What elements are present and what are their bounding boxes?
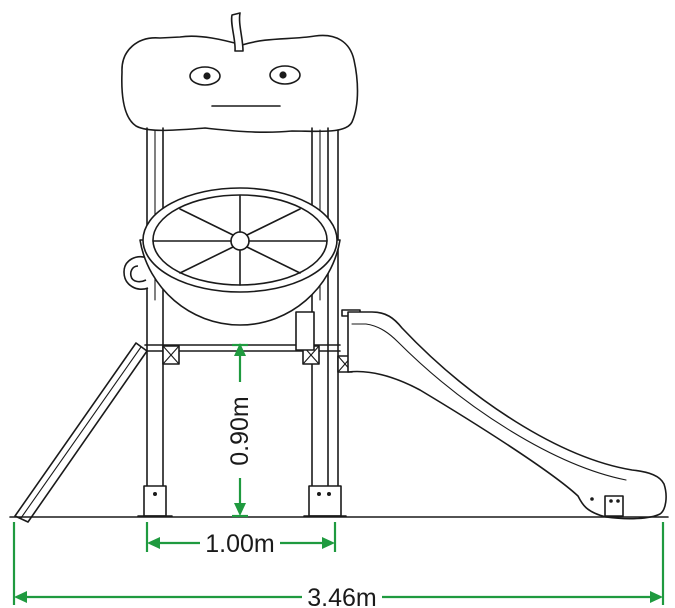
deck-width-dimension-label: 1.00m	[205, 530, 274, 558]
overall-width-arrow-right	[650, 591, 663, 603]
pumpkin-head-outline	[121, 34, 359, 134]
pumpkin-left-eye	[189, 66, 221, 86]
height-arrow-bottom	[234, 503, 246, 516]
side-handle	[123, 256, 149, 290]
pumpkin-roof	[121, 12, 359, 134]
left-post	[146, 127, 164, 517]
orange-slice-window	[139, 187, 341, 326]
right-post	[311, 127, 339, 517]
slide-end-bracket	[604, 495, 624, 517]
deck-bracket-left	[162, 345, 180, 365]
pumpkin-right-eye	[269, 65, 301, 85]
slide	[347, 311, 667, 520]
deck-width-arrow-left	[147, 537, 160, 549]
dimension-overall-width: 3.46m	[12, 522, 665, 608]
dimension-height: 0.90m	[226, 343, 254, 518]
overall-width-dimension-label: 3.46m	[307, 584, 376, 608]
post-footing-left	[137, 485, 173, 517]
ladder	[14, 342, 148, 523]
pumpkin-stem	[230, 12, 244, 52]
height-arrow-top	[234, 343, 246, 356]
dimension-deck-width: 1.00m	[145, 522, 337, 558]
overall-width-arrow-left	[14, 591, 27, 603]
deck-width-arrow-right	[322, 537, 335, 549]
height-dimension-label: 0.90m	[226, 396, 254, 465]
post-footing-right	[303, 485, 347, 517]
